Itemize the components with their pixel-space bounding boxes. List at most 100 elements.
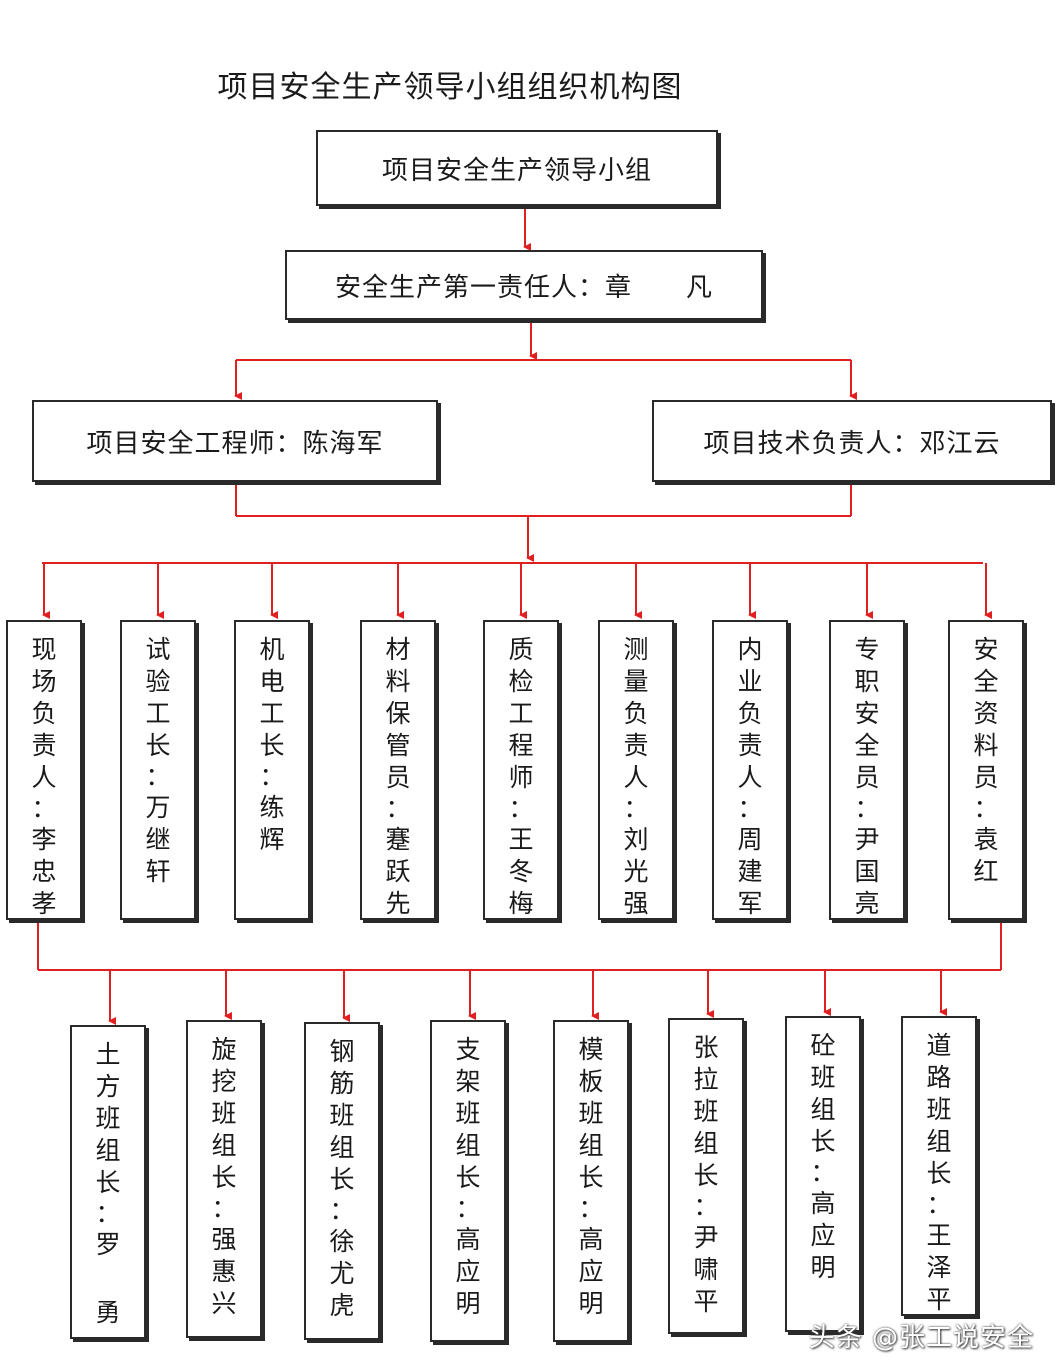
team-leader-box: 钢筋班组长：徐尤虎 — [304, 1022, 380, 1340]
team-leader-char: 板 — [578, 1067, 604, 1096]
department-head-box: 内业负责人：周建军 — [712, 620, 788, 920]
department-head-char: 资 — [973, 699, 999, 728]
team-leader-char: 罗 — [95, 1230, 121, 1259]
department-head-char: 场 — [31, 667, 57, 696]
department-head-char: 红 — [973, 857, 999, 886]
department-head-char: 全 — [854, 731, 880, 760]
team-leader-char: 拉 — [693, 1065, 719, 1094]
department-head-char: ： — [385, 794, 411, 823]
team-leader-char: 组 — [810, 1095, 836, 1124]
team-leader-char: 应 — [578, 1257, 604, 1286]
team-leader-char: 明 — [578, 1289, 604, 1318]
team-leader-char: 路 — [926, 1063, 952, 1092]
department-head-char: 梅 — [508, 889, 534, 918]
department-head-char: 工 — [508, 699, 534, 728]
department-head-char: 人 — [737, 763, 763, 792]
department-head-char: 内 — [737, 635, 763, 664]
department-head-char: 忠 — [31, 857, 57, 886]
team-leader-char: 组 — [693, 1129, 719, 1158]
team-leader-char: 长 — [95, 1168, 121, 1197]
team-leader-char: 土 — [95, 1040, 121, 1069]
leadership-group-box: 项目安全生产领导小组 — [316, 130, 718, 206]
team-leader-char: 道 — [926, 1031, 952, 1060]
first-responsible-person-box: 安全生产第一责任人：章 凡 — [285, 250, 763, 320]
team-leader-char: 强 — [211, 1225, 237, 1254]
department-head-char: 量 — [623, 667, 649, 696]
team-leader-char: 组 — [926, 1127, 952, 1156]
team-leader-char: 挖 — [211, 1067, 237, 1096]
team-leader-char: 平 — [926, 1285, 952, 1314]
department-head-char: 机 — [259, 635, 285, 664]
team-leader-char: 明 — [810, 1253, 836, 1282]
department-head-char: 周 — [737, 825, 763, 854]
team-leader-char: 徐 — [329, 1227, 355, 1256]
department-head-char: 业 — [737, 667, 763, 696]
page-title: 项目安全生产领导小组组织机构图 — [217, 70, 683, 105]
team-leader-char: 应 — [455, 1257, 481, 1286]
department-head-char: ： — [31, 794, 57, 823]
team-leader-char: ： — [578, 1194, 604, 1223]
safety-engineer-label: 项目安全工程师：陈海军 — [86, 428, 384, 459]
team-leader-char: 砼 — [810, 1031, 836, 1060]
department-head-char: ： — [508, 794, 534, 823]
department-head-char: 专 — [854, 635, 880, 664]
department-head-char: 袁 — [973, 825, 999, 854]
department-head-char: 材 — [385, 635, 411, 664]
team-leader-char: ： — [95, 1199, 121, 1228]
department-head-char: 尹 — [854, 825, 880, 854]
department-head-char: 李 — [31, 825, 57, 854]
team-leader-char: 班 — [578, 1099, 604, 1128]
team-leader-char: 组 — [95, 1136, 121, 1165]
department-head-char: 亮 — [854, 889, 880, 918]
department-head-char: 保 — [385, 699, 411, 728]
department-head-char: 王 — [508, 825, 534, 854]
department-head-char: 冬 — [508, 857, 534, 886]
team-leader-char: 模 — [578, 1035, 604, 1064]
department-head-char: 光 — [623, 857, 649, 886]
department-head-char: 万 — [145, 793, 171, 822]
department-head-char: 国 — [854, 857, 880, 886]
team-leader-char: ： — [693, 1192, 719, 1221]
department-head-char: ： — [737, 794, 763, 823]
department-head-char: 辉 — [259, 825, 285, 854]
team-leader-char: 长 — [578, 1163, 604, 1192]
department-head-char: 负 — [31, 699, 57, 728]
team-leader-char: 长 — [810, 1127, 836, 1156]
department-head-char: 质 — [508, 635, 534, 664]
team-leader-box: 张拉班组长：尹啸平 — [668, 1018, 744, 1334]
team-leader-char: 班 — [95, 1104, 121, 1133]
team-leader-char: 长 — [455, 1163, 481, 1192]
team-leader-char: 张 — [693, 1033, 719, 1062]
technical-lead-box: 项目技术负责人：邓江云 — [652, 400, 1052, 482]
team-leader-box: 模板班组长：高应明 — [553, 1020, 629, 1342]
department-head-char: 轩 — [145, 857, 171, 886]
department-head-char: 测 — [623, 635, 649, 664]
team-leader-char: 班 — [211, 1099, 237, 1128]
department-head-char: 料 — [385, 667, 411, 696]
team-leader-char: 钢 — [329, 1037, 355, 1066]
team-leader-box: 旋挖班组长：强惠兴 — [186, 1020, 262, 1338]
team-leader-char: 长 — [693, 1161, 719, 1190]
department-head-char: 跃 — [385, 857, 411, 886]
team-leader-char: ： — [211, 1194, 237, 1223]
department-head-char: 检 — [508, 667, 534, 696]
department-head-char: 练 — [259, 793, 285, 822]
department-head-char: 工 — [259, 699, 285, 728]
team-leader-char: 惠 — [211, 1257, 237, 1286]
department-head-char: 建 — [737, 857, 763, 886]
department-head-char: ： — [145, 762, 171, 791]
department-head-char: 职 — [854, 667, 880, 696]
department-head-char: 刘 — [623, 825, 649, 854]
team-leader-char: 长 — [926, 1159, 952, 1188]
department-head-char: 负 — [737, 699, 763, 728]
team-leader-char: 明 — [455, 1289, 481, 1318]
department-head-char: 电 — [259, 667, 285, 696]
team-leader-char: ： — [926, 1190, 952, 1219]
team-leader-char: 平 — [693, 1287, 719, 1316]
department-head-char: 负 — [623, 699, 649, 728]
team-leader-char: 高 — [578, 1225, 604, 1254]
department-head-char: 人 — [31, 763, 57, 792]
team-leader-char: 组 — [455, 1131, 481, 1160]
team-leader-char — [95, 1261, 120, 1297]
